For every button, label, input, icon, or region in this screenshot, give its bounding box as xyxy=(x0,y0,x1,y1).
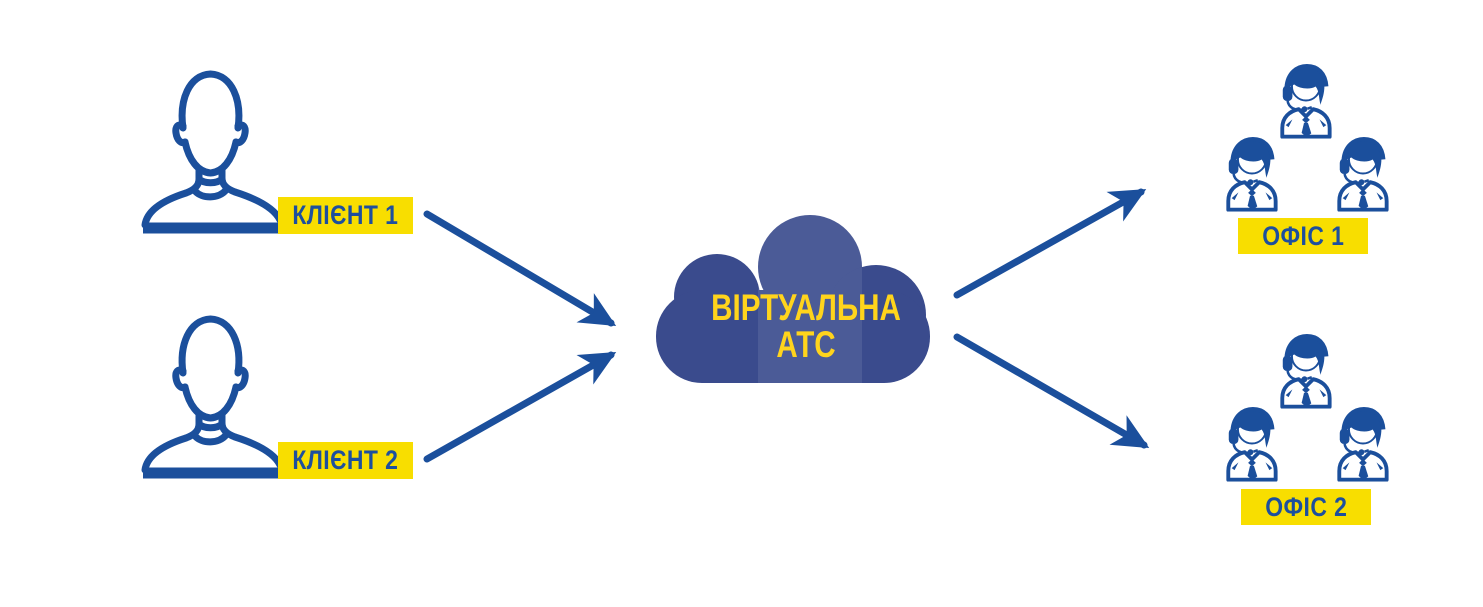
office-2-label: ОФІС 2 xyxy=(1241,489,1371,525)
office-2-label-text: ОФІС 2 xyxy=(1264,491,1348,522)
arrow-client1-to-hub xyxy=(423,210,617,327)
client-1-group: КЛІЄНТ 1 xyxy=(138,62,558,242)
hub-label: ВІРТУАЛЬНА АТС xyxy=(661,289,951,363)
office-1-group: ОФІС 1 xyxy=(1215,58,1400,268)
office-1-label-text: ОФІС 1 xyxy=(1261,220,1345,251)
client-2-label-text: КЛІЄНТ 2 xyxy=(292,445,399,475)
client-2-group: КЛІЄНТ 2 xyxy=(138,307,558,487)
arrow-hub-to-office1 xyxy=(953,188,1147,299)
hub-label-line2: АТС xyxy=(776,324,836,365)
arrow-hub-to-office2 xyxy=(953,333,1150,449)
client-2-label: КЛІЄНТ 2 xyxy=(278,442,413,479)
client-1-label: КЛІЄНТ 1 xyxy=(278,197,413,234)
hub-label-line1: ВІРТУАЛЬНА xyxy=(711,287,901,328)
office-2-group: ОФІС 2 xyxy=(1215,328,1400,538)
client-1-label-text: КЛІЄНТ 1 xyxy=(292,200,399,230)
virtual-pbx-hub: ВІРТУАЛЬНА АТС xyxy=(650,205,940,390)
cloud-icon xyxy=(656,215,930,383)
office-1-label: ОФІС 1 xyxy=(1238,218,1368,254)
arrow-client2-to-hub xyxy=(423,351,617,463)
